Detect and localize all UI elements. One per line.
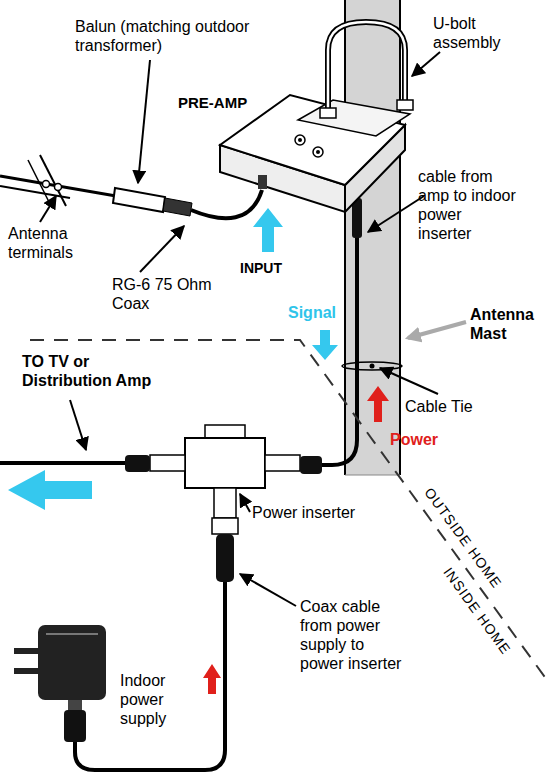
pre-amp: [298, 100, 410, 136]
balun: [113, 188, 192, 216]
output-label: TO TV or Distribution Amp: [22, 353, 164, 391]
power-arrow: [367, 386, 389, 422]
u-bolt: [328, 22, 405, 112]
part-label: Indoor power supply: [120, 672, 200, 729]
leader-line: [240, 494, 250, 512]
pre-amp: [298, 138, 302, 142]
cable-label: Coax cable from power supply to power in…: [300, 598, 410, 674]
leader-line: [368, 196, 424, 232]
signal-label: Signal: [288, 304, 336, 323]
signal-arrow: [312, 330, 338, 360]
power-inserter: [214, 488, 236, 518]
leader-line: [40, 52, 440, 606]
u-bolt: [397, 100, 413, 110]
power-supply: [14, 648, 40, 654]
balun: [113, 188, 165, 212]
power-arrow: [203, 664, 221, 694]
leader-line: [40, 196, 56, 222]
rg6-coax: [191, 190, 262, 218]
part-label: Power inserter: [252, 504, 355, 523]
power-inserter: [265, 455, 300, 471]
pre-amp: [258, 175, 267, 189]
leader-line: [412, 52, 440, 76]
part-label: Antenna Mast: [470, 306, 542, 344]
power-inserter: [125, 455, 150, 472]
power-inserter: [300, 456, 322, 474]
part-label: PRE-AMP: [178, 94, 247, 112]
balun: [163, 198, 192, 216]
pre-amp: [295, 135, 305, 145]
cable-tie: [342, 362, 402, 370]
pre-amp: [313, 147, 323, 157]
antenna-mast: [345, 0, 400, 475]
power-inserter: [150, 455, 185, 471]
part-label: U-bolt assembly: [433, 15, 513, 53]
leader-line: [138, 60, 150, 183]
leader-line: [408, 322, 466, 338]
house-boundary: [30, 340, 547, 680]
u-bolt: [328, 22, 405, 112]
part-label: Balun (matching outdoor transformer): [75, 18, 250, 56]
u-bolt: [320, 108, 336, 118]
power-supply: [68, 700, 82, 710]
u-bolt: [320, 22, 413, 118]
antenna-element: [55, 184, 62, 191]
power-supply: [46, 633, 98, 635]
power-supply: [14, 668, 40, 674]
leader-line: [70, 400, 86, 450]
supply-coax: [75, 582, 225, 770]
zone-label: OUTSIDE HOME: [421, 485, 505, 592]
leader-line: [140, 226, 184, 272]
antenna-element: [28, 160, 52, 208]
leader-line: [240, 574, 296, 606]
signal-arrow: [8, 470, 92, 510]
pre-amp: [316, 150, 320, 154]
pre-amp: [220, 95, 410, 212]
tv-cable: [0, 461, 125, 465]
power-inserter: [216, 534, 234, 582]
part-label: Antenna terminals: [8, 225, 98, 263]
power-inserter: [212, 518, 238, 534]
power-supply: [38, 625, 106, 700]
power-supply: [64, 710, 86, 742]
cable-tie: [342, 362, 402, 370]
antenna-mast: [399, 0, 401, 475]
antenna-element: [40, 155, 66, 206]
leader-line: [380, 368, 438, 394]
antenna-mast: [345, 0, 400, 475]
power-supply: [14, 625, 106, 742]
cable-label: RG-6 75 Ohm Coax: [112, 276, 216, 314]
cable-tie: [370, 364, 375, 369]
antenna-mast: [345, 475, 400, 476]
power-inserter: [185, 438, 265, 488]
cable-label: cable from amp to indoor power inserter: [418, 168, 518, 244]
part-label: Cable Tie: [405, 398, 473, 417]
power-inserter: [125, 425, 322, 582]
antenna-element: [43, 181, 50, 188]
antenna-element: [0, 155, 116, 208]
power-label: Power: [390, 431, 438, 450]
signal-label: INPUT: [240, 260, 282, 277]
antenna-element: [0, 176, 116, 196]
signal-arrow: [253, 208, 283, 252]
